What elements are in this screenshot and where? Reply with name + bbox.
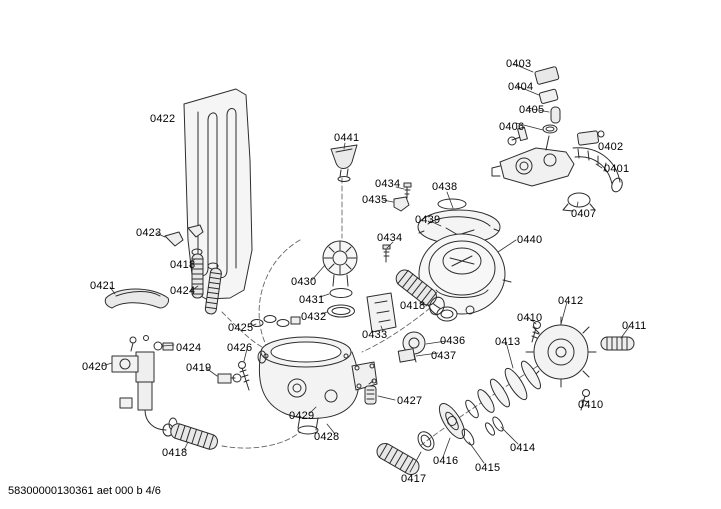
part-fitting-0419: [217, 373, 242, 384]
part-motor-0412: [525, 316, 635, 411]
part-hose-bottom-left-0418: [168, 417, 218, 450]
part-inlet-valve-assembly: [491, 66, 623, 212]
part-plate-0433: [366, 292, 397, 333]
part-handle-0421: [104, 288, 169, 309]
part-hoses-left: [191, 253, 222, 315]
part-fitting-0424: [153, 341, 174, 351]
part-screw-0426: [238, 361, 250, 391]
part-micro-pump-0436-0437: [397, 331, 426, 363]
part-valve-block-0420: [111, 335, 174, 437]
part-sump-0440: [418, 233, 512, 322]
leader-lines: [101, 63, 630, 473]
part-funnel-0430: [322, 240, 358, 318]
part-seals-0425: [250, 315, 301, 327]
part-screws-0434-0435: [382, 182, 412, 263]
part-bracket-0423: [164, 224, 204, 247]
document-code: 58300000130361 aet 000 b 4/6: [8, 485, 161, 497]
part-plug-0427: [364, 380, 377, 405]
part-pump-housing: [257, 336, 378, 435]
part-knob-0441: [330, 144, 358, 182]
part-impeller-chain: [376, 360, 541, 475]
part-elbow-hose-0418: [395, 269, 445, 316]
